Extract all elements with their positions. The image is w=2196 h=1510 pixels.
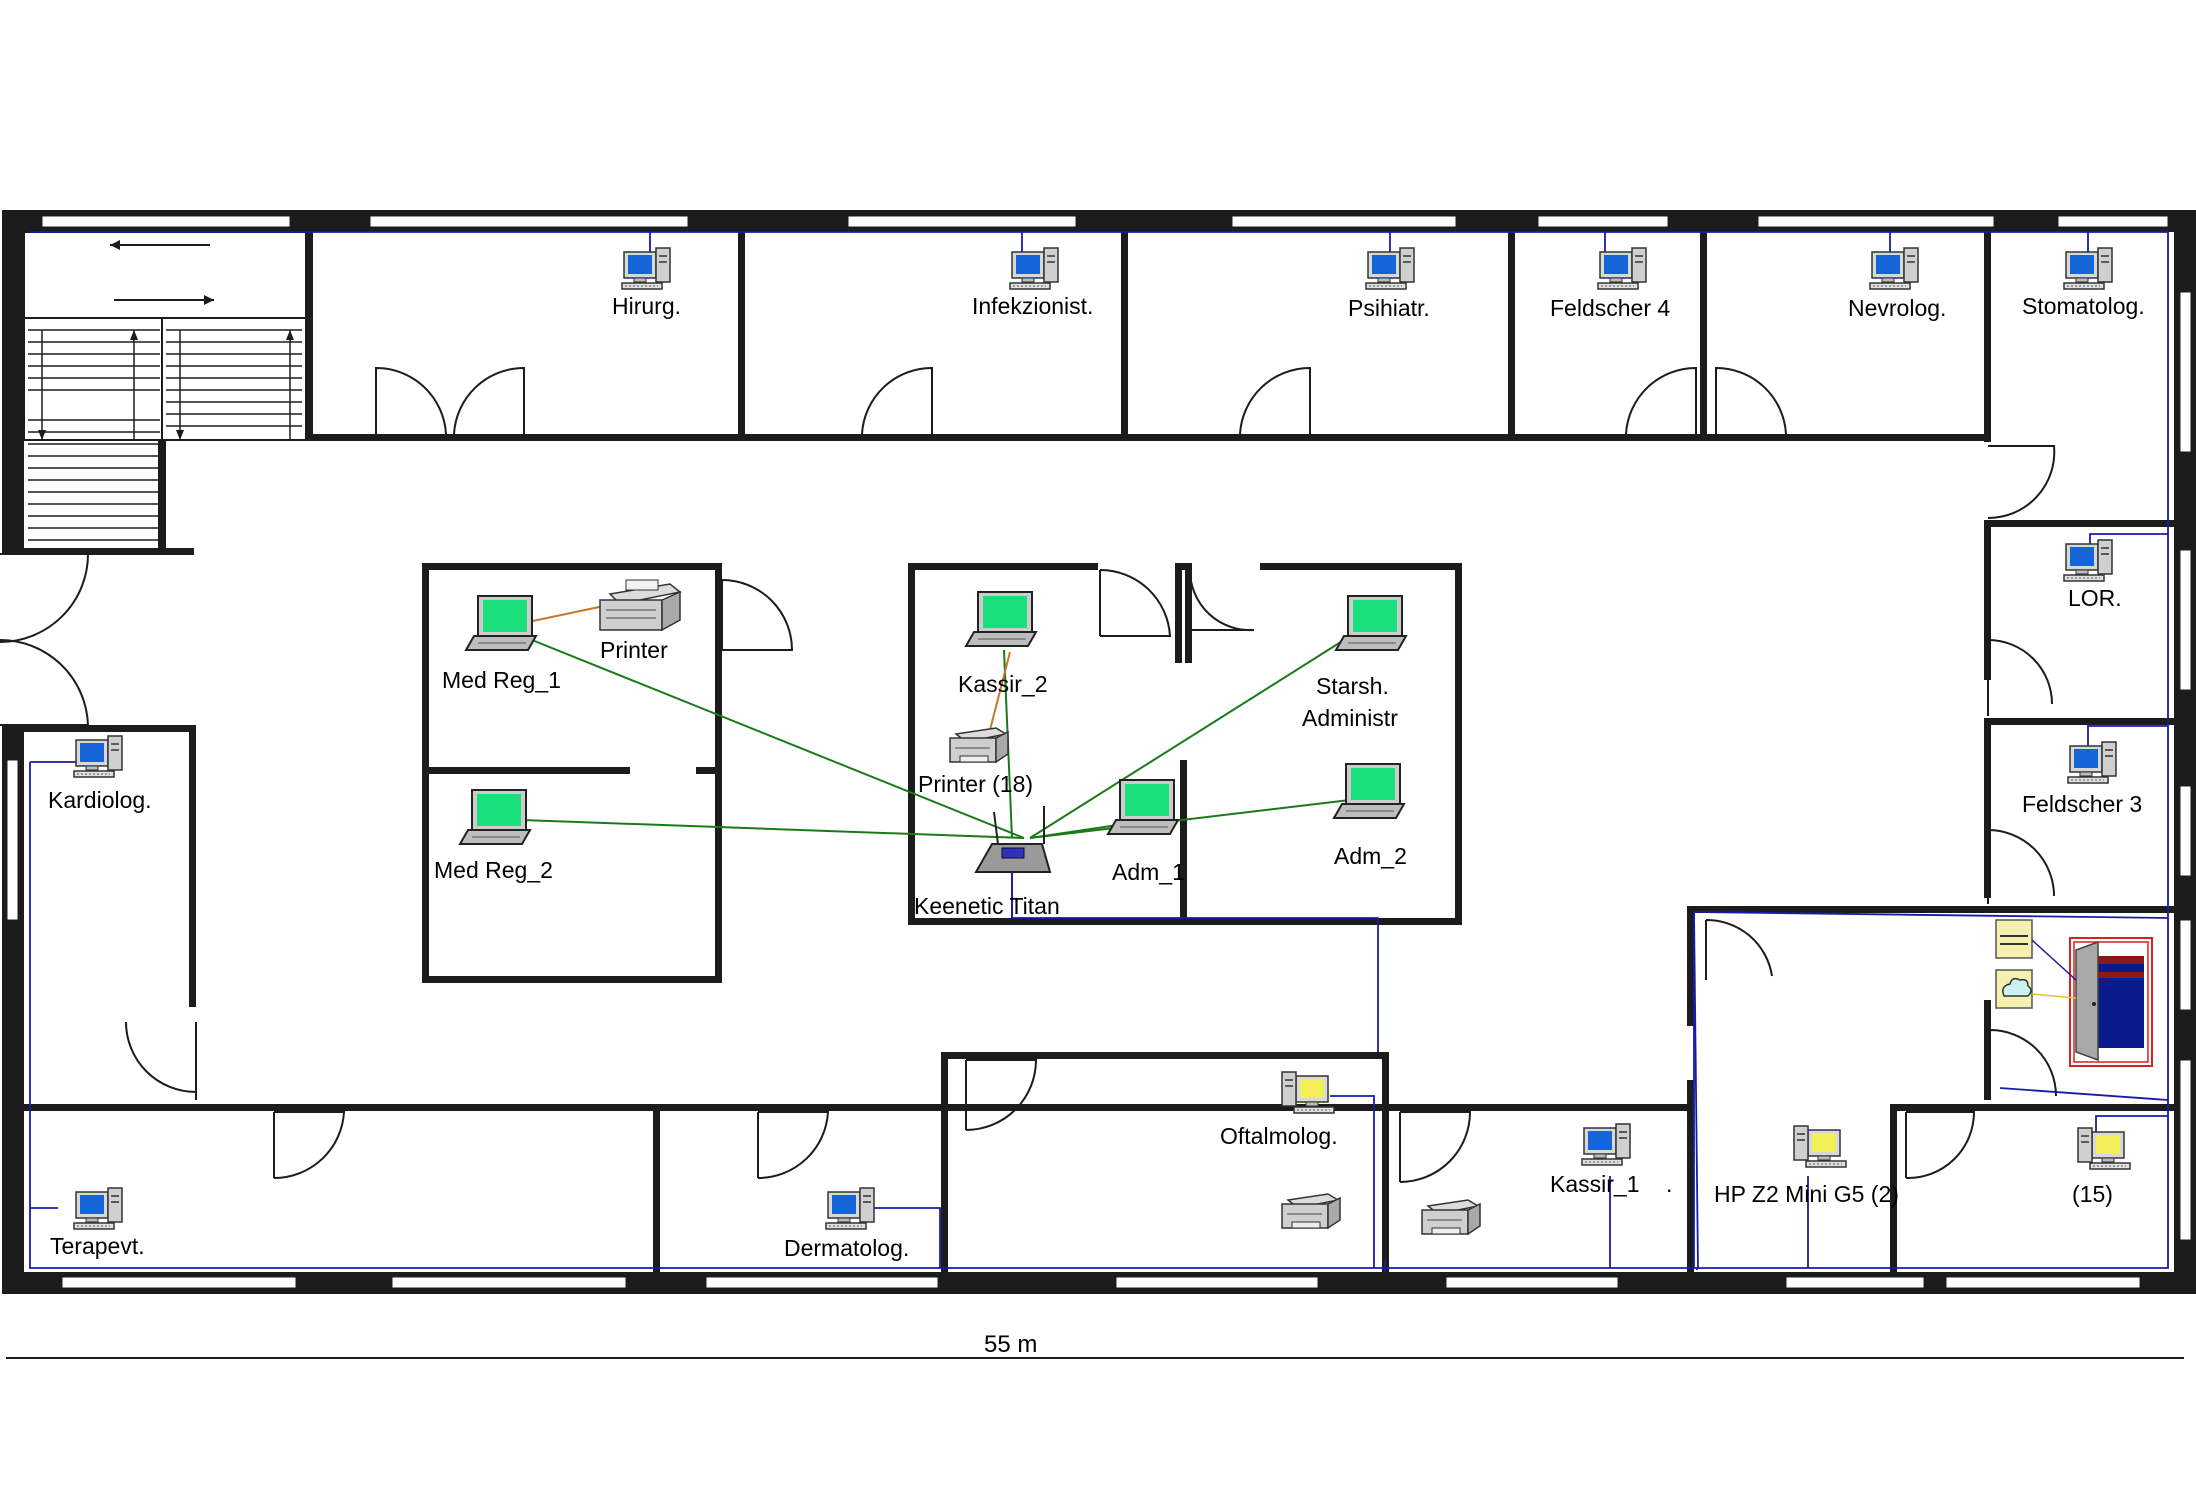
pc-icon-kardiolog[interactable] [73, 735, 123, 778]
room-label-dermatolog: Dermatolog. [784, 1235, 909, 1261]
network-labels: Med Reg_1 Printer Med Reg_2 Kassir_2 Pri… [434, 637, 1407, 919]
room-label-kardiolog: Kardiolog. [48, 787, 152, 813]
wifi-links [521, 635, 1351, 839]
pc-icon-hp-z2[interactable] [1793, 1125, 1847, 1168]
room-label-terapevt: Terapevt. [50, 1233, 145, 1259]
room-label-kassir1: Kassir_1 [1550, 1171, 1639, 1197]
windows [6, 215, 2192, 1289]
label-starsh-1: Starsh. [1316, 673, 1389, 699]
pc-icon-dermatolog[interactable] [825, 1187, 875, 1230]
scale-bar: 55 m [6, 1331, 2184, 1359]
room-label-kassir1-mark: . [1666, 1171, 1672, 1197]
printer-icon-18[interactable] [949, 727, 1009, 763]
room-label-15: (15) [2072, 1181, 2113, 1207]
laptop-icon-adm-2[interactable] [1333, 763, 1405, 819]
doors [0, 366, 2057, 1183]
room-label-stomatolog: Stomatolog. [2022, 293, 2145, 319]
pc-icon-stomatolog[interactable] [2063, 247, 2113, 290]
label-printer-18: Printer (18) [918, 771, 1033, 797]
pc-icon-hirurg[interactable] [621, 247, 671, 290]
printer-links [527, 605, 1011, 731]
pc-icon-kassir1[interactable] [1581, 1123, 1631, 1166]
pc-icon-nevrolog[interactable] [1869, 247, 1919, 290]
stairwell [23, 231, 307, 555]
label-med-reg-2: Med Reg_2 [434, 857, 553, 883]
room-labels: Hirurg. Infekzionist. Psihiatr. Feldsche… [48, 293, 2145, 1261]
pc-icon-infekzionist[interactable] [1009, 247, 1059, 290]
laptop-icon-med-reg-1[interactable] [465, 595, 537, 651]
room-label-hirurg: Hirurg. [612, 293, 681, 319]
printer-icon-oftalmolog[interactable] [1281, 1193, 1341, 1229]
label-router: Keenetic Titan [914, 893, 1060, 919]
laptop-icon-kassir-2[interactable] [965, 591, 1037, 647]
pc-icon-psihiatr[interactable] [1365, 247, 1415, 290]
room-label-nevrolog: Nevrolog. [1848, 295, 1946, 321]
printer-icon-reg[interactable] [599, 579, 681, 631]
room-label-feldscher3: Feldscher 3 [2022, 791, 2142, 817]
interior-walls [24, 232, 2174, 1272]
laptop-icon-starsh-administr[interactable] [1335, 595, 1407, 651]
label-adm-1: Adm_1 [1112, 859, 1185, 885]
scale-label: 55 m [984, 1331, 1037, 1358]
label-kassir-2: Kassir_2 [958, 671, 1047, 697]
cloud-icon [1995, 969, 2077, 1009]
pc-icon-feldscher4[interactable] [1597, 247, 1647, 290]
pc-icon-lor[interactable] [2063, 539, 2113, 582]
laptop-icon-adm-1[interactable] [1107, 779, 1179, 835]
room-label-psihiatr: Psihiatr. [1348, 295, 1430, 321]
patch-panel [1995, 919, 2077, 981]
cabling [29, 231, 2169, 1272]
room-label-oftalmolog: Oftalmolog. [1220, 1123, 1338, 1149]
room-label-hp-z2: HP Z2 Mini G5 (2) [1714, 1181, 1899, 1207]
outer-walls [2, 210, 2196, 1294]
pc-icon-feldscher3[interactable] [2067, 741, 2117, 784]
label-adm-2: Adm_2 [1334, 843, 1407, 869]
room-label-feldscher4: Feldscher 4 [1550, 295, 1670, 321]
room-label-infekzionist: Infekzionist. [972, 293, 1093, 319]
room-label-lor: LOR. [2068, 585, 2122, 611]
label-med-reg-1: Med Reg_1 [442, 667, 561, 693]
router-icon[interactable] [974, 806, 1052, 918]
pc-icon-15[interactable] [2077, 1127, 2131, 1170]
printer-icon-kassir1[interactable] [1421, 1199, 1481, 1235]
label-printer: Printer [600, 637, 668, 663]
label-starsh-2: Administr [1302, 705, 1398, 731]
pc-icon-terapevt[interactable] [73, 1187, 123, 1230]
server-rack [2069, 937, 2153, 1067]
laptop-icon-med-reg-2[interactable] [459, 789, 531, 845]
